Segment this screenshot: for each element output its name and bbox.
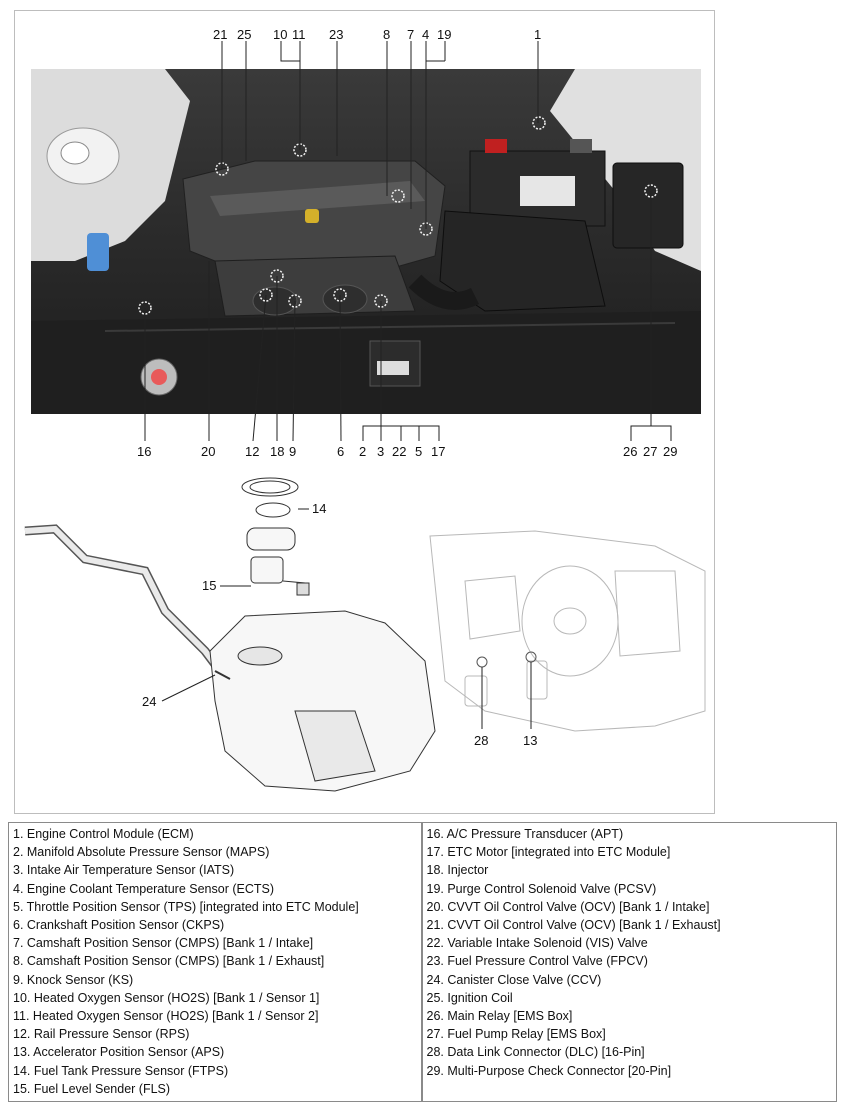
legend-item-2: 2. Manifold Absolute Pressure Sensor (MA… bbox=[13, 845, 270, 860]
callout-27: 27 bbox=[643, 444, 657, 459]
callout-4: 4 bbox=[422, 27, 429, 42]
callout-labels: 21 25 10 11 23 8 7 4 19 1 16 20 12 18 9 … bbox=[137, 27, 677, 748]
callout-13: 13 bbox=[523, 733, 537, 748]
callout-16: 16 bbox=[137, 444, 151, 459]
legend-item-27: 27. Fuel Pump Relay [EMS Box] bbox=[426, 1027, 606, 1042]
leader-lines-engine bbox=[144, 41, 672, 442]
legend-item-21: 21. CVVT Oil Control Valve (OCV) [Bank 1… bbox=[426, 918, 721, 933]
leader-lines-dash bbox=[481, 662, 532, 729]
legend-item-17: 17. ETC Motor [integrated into ETC Modul… bbox=[426, 845, 671, 860]
legend-item-15: 15. Fuel Level Sender (FLS) bbox=[13, 1081, 171, 1096]
legend-item-8: 8. Camshaft Position Sensor (CMPS) [Bank… bbox=[13, 954, 325, 969]
callout-10: 10 bbox=[273, 27, 287, 42]
legend-item-18: 18. Injector bbox=[426, 863, 489, 878]
callout-18: 18 bbox=[270, 444, 284, 459]
callout-7: 7 bbox=[407, 27, 414, 42]
legend-item-22: 22. Variable Intake Solenoid (VIS) Valve bbox=[426, 936, 648, 951]
fuel-tank-illustration bbox=[24, 477, 436, 792]
component-legend-table: 1. Engine Control Module (ECM) 2. Manifo… bbox=[8, 822, 837, 1102]
callout-26: 26 bbox=[623, 444, 637, 459]
legend-item-7: 7. Camshaft Position Sensor (CMPS) [Bank… bbox=[13, 936, 314, 951]
callout-19: 19 bbox=[437, 27, 451, 42]
legend-item-16: 16. A/C Pressure Transducer (APT) bbox=[426, 827, 624, 841]
callout-5: 5 bbox=[415, 444, 422, 459]
callout-22: 22 bbox=[392, 444, 406, 459]
callout-17: 17 bbox=[431, 444, 445, 459]
legend-item-4: 4. Engine Coolant Temperature Sensor (EC… bbox=[13, 881, 275, 896]
diagram-canvas: 21 25 10 11 23 8 7 4 19 1 16 20 12 18 9 … bbox=[24, 27, 706, 792]
callout-8: 8 bbox=[383, 27, 390, 42]
callout-25: 25 bbox=[237, 27, 251, 42]
legend-item-19: 19. Purge Control Solenoid Valve (PCSV) bbox=[426, 881, 657, 896]
callout-28: 28 bbox=[474, 733, 488, 748]
callout-29: 29 bbox=[663, 444, 677, 459]
callout-11: 11 bbox=[292, 27, 306, 42]
legend-column-right: 16. A/C Pressure Transducer (APT) 17. ET… bbox=[423, 823, 837, 1101]
legend-item-12: 12. Rail Pressure Sensor (RPS) bbox=[13, 1027, 190, 1042]
callout-9: 9 bbox=[289, 444, 296, 459]
legend-item-28: 28. Data Link Connector (DLC) [16-Pin] bbox=[426, 1045, 645, 1060]
legend-item-14: 14. Fuel Tank Pressure Sensor (FTPS) bbox=[13, 1063, 229, 1078]
legend-item-9: 9. Knock Sensor (KS) bbox=[13, 972, 134, 987]
callout-21: 21 bbox=[213, 27, 227, 42]
legend-item-11: 11. Heated Oxygen Sensor (HO2S) [Bank 1 … bbox=[13, 1009, 319, 1024]
legend-item-26: 26. Main Relay [EMS Box] bbox=[426, 1009, 573, 1024]
dashboard-illustration bbox=[429, 530, 706, 732]
legend-item-3: 3. Intake Air Temperature Sensor (IATS) bbox=[13, 863, 235, 878]
callout-24: 24 bbox=[142, 694, 156, 709]
callout-15: 15 bbox=[202, 578, 216, 593]
legend-item-20: 20. CVVT Oil Control Valve (OCV) [Bank 1… bbox=[426, 899, 710, 914]
legend-item-6: 6. Crankshaft Position Sensor (CKPS) bbox=[13, 918, 225, 933]
legend-column-left: 1. Engine Control Module (ECM) 2. Manifo… bbox=[9, 823, 423, 1101]
callout-23: 23 bbox=[329, 27, 343, 42]
legend-item-29: 29. Multi-Purpose Check Connector [20-Pi… bbox=[426, 1063, 672, 1078]
legend-item-13: 13. Accelerator Position Sensor (APS) bbox=[13, 1045, 225, 1060]
leader-lines-fuel bbox=[161, 508, 309, 702]
legend-item-5: 5. Throttle Position Sensor (TPS) [integ… bbox=[13, 899, 359, 914]
callout-6: 6 bbox=[337, 444, 344, 459]
callout-1: 1 bbox=[534, 27, 541, 42]
legend-item-1: 1. Engine Control Module (ECM) bbox=[13, 827, 194, 841]
callout-12: 12 bbox=[245, 444, 259, 459]
legend-item-23: 23. Fuel Pressure Control Valve (FPCV) bbox=[426, 954, 648, 969]
callout-20: 20 bbox=[201, 444, 215, 459]
callout-14: 14 bbox=[312, 501, 326, 516]
legend-item-10: 10. Heated Oxygen Sensor (HO2S) [Bank 1 … bbox=[13, 990, 320, 1005]
engine-bay-photo bbox=[31, 69, 701, 414]
callout-2: 2 bbox=[359, 444, 366, 459]
legend-item-24: 24. Canister Close Valve (CCV) bbox=[426, 972, 602, 987]
callout-3: 3 bbox=[377, 444, 384, 459]
component-location-figure: 21 25 10 11 23 8 7 4 19 1 16 20 12 18 9 … bbox=[14, 10, 715, 814]
legend-item-25: 25. Ignition Coil bbox=[426, 990, 513, 1005]
